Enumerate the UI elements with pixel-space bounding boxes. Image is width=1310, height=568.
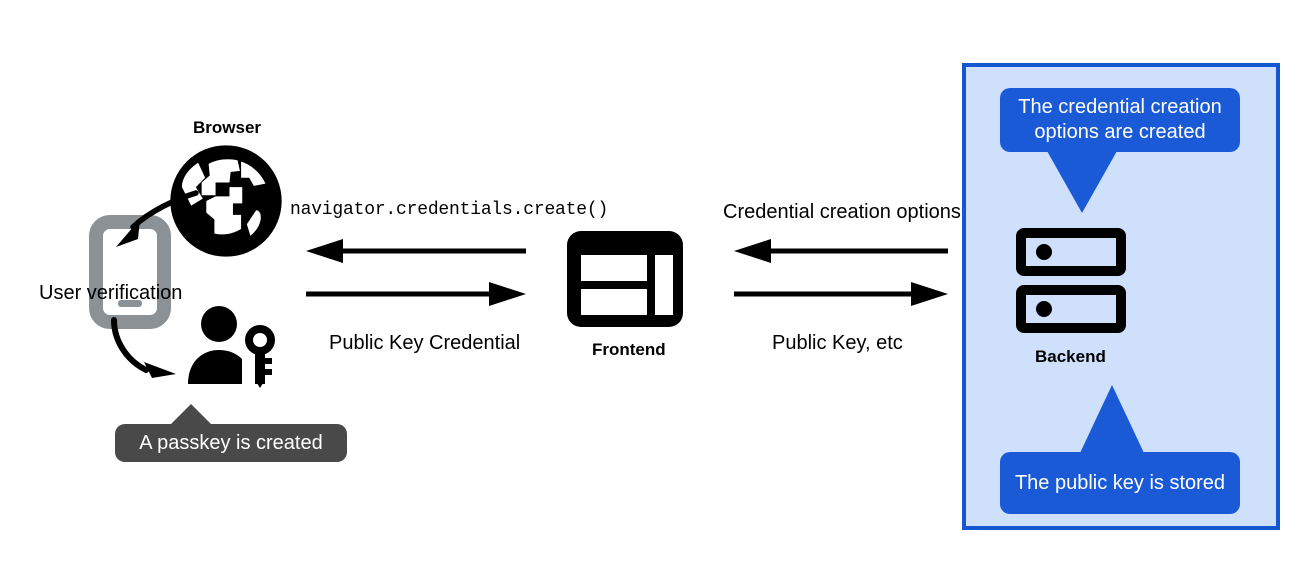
navigator-credentials-create-label: navigator.credentials.create() [290, 200, 609, 220]
arrow-backend-to-frontend [733, 238, 949, 264]
globe-icon [168, 143, 284, 259]
arrow-browser-to-phone [100, 185, 210, 275]
backend-label: Backend [1035, 347, 1106, 366]
frontend-label: Frontend [592, 340, 666, 359]
credential-options-callout: The credential creation options are crea… [1000, 88, 1240, 152]
passkey-callout-tail [169, 404, 213, 426]
public-key-stored-callout: The public key is stored [1000, 452, 1240, 514]
mobile-phone-icon [89, 215, 171, 329]
arrow-phone-to-user [110, 317, 210, 390]
arrow-frontend-to-backend [733, 281, 949, 307]
public-key-stored-callout-tail [1080, 385, 1144, 453]
public-key-credential-label: Public Key Credential [329, 332, 521, 354]
arrow-frontend-to-browser [305, 238, 527, 264]
browser-label: Browser [193, 118, 262, 137]
web-layout-icon [567, 231, 683, 327]
server-rack-icon [1016, 228, 1126, 334]
user-verification-label: User verification [39, 282, 183, 304]
user-with-key-icon [186, 306, 282, 390]
credential-options-callout-tail [1047, 151, 1117, 213]
passkey-created-callout: A passkey is created [115, 424, 347, 462]
public-key-etc-label: Public Key, etc [772, 332, 903, 354]
arrow-browser-to-frontend [305, 281, 527, 307]
credential-creation-options-label: Credential creation options [723, 201, 961, 223]
